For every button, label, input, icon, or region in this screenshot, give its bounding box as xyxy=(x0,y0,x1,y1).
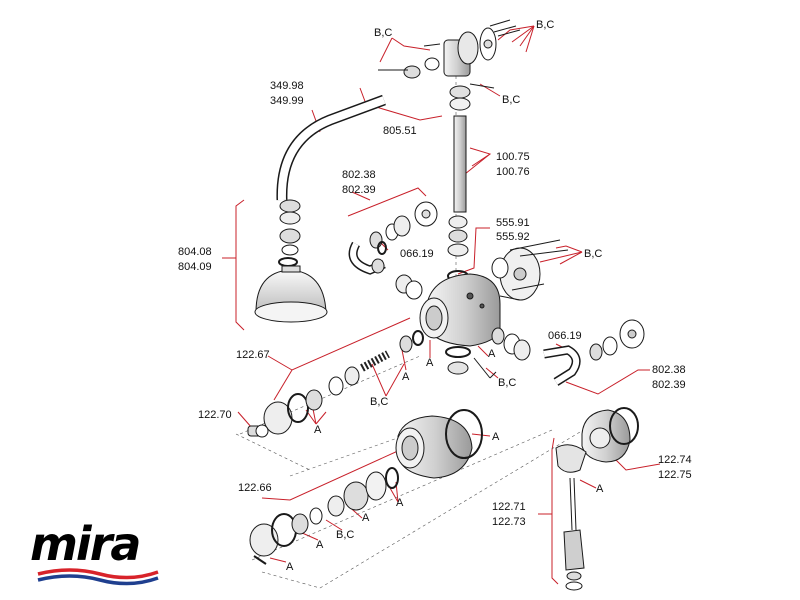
valve-body xyxy=(419,273,501,347)
mira-logo: mira xyxy=(30,517,159,586)
callout-part: 100.76 xyxy=(496,166,530,178)
callout-a: A xyxy=(492,431,500,443)
top-elbow-fitting xyxy=(378,19,521,89)
callout-part: 100.75 xyxy=(496,151,530,163)
callout-a: A xyxy=(488,348,496,360)
callout-a: A xyxy=(286,561,294,573)
callout-bc: B,C xyxy=(536,19,554,31)
callout-part: 066.19 xyxy=(400,248,434,260)
callout-bc: B,C xyxy=(370,396,388,408)
callout-part: 122.73 xyxy=(492,516,526,528)
callout-part: 122.75 xyxy=(658,469,692,481)
callout-part: 804.09 xyxy=(178,261,212,273)
callout-part: 802.38 xyxy=(652,364,686,376)
parts xyxy=(247,19,645,591)
callout-bc: B,C xyxy=(374,27,392,39)
callout-part: 349.99 xyxy=(270,95,304,107)
callout-a: A xyxy=(362,512,370,524)
callout-bc: B,C xyxy=(498,377,516,389)
callout-a: A xyxy=(316,539,324,551)
callout-part: 804.08 xyxy=(178,246,212,258)
callout-part: 122.71 xyxy=(492,501,526,513)
callout-part: 122.67 xyxy=(236,349,270,361)
callout-part: 555.91 xyxy=(496,217,530,229)
callout-part: 066.19 xyxy=(548,330,582,342)
callout-a: A xyxy=(596,483,604,495)
callout-part: 349.98 xyxy=(270,80,304,92)
logo-red-wave xyxy=(37,568,159,580)
leader-lines xyxy=(222,25,661,585)
callout-a: A xyxy=(402,371,410,383)
logo-wordmark: mira xyxy=(30,517,139,571)
callout-bc: B,C xyxy=(584,248,602,260)
callout-labels: B,C B,C B,C 349.98 349.99 805.51 100.75 … xyxy=(178,19,692,573)
callout-part: 802.39 xyxy=(652,379,686,391)
callout-a: A xyxy=(396,497,404,509)
callout-part: 805.51 xyxy=(383,125,417,137)
callout-part: 555.92 xyxy=(496,231,530,243)
logo-blue-wave xyxy=(37,574,159,586)
callout-part: 122.66 xyxy=(238,482,272,494)
callout-bc: B,C xyxy=(336,529,354,541)
callout-a: A xyxy=(426,357,434,369)
callout-bc: B,C xyxy=(502,94,520,106)
callout-part: 802.39 xyxy=(342,184,376,196)
callout-part: 122.74 xyxy=(658,454,692,466)
callout-a: A xyxy=(314,424,322,436)
callout-part: 122.70 xyxy=(198,409,232,421)
callout-part: 802.38 xyxy=(342,169,376,181)
